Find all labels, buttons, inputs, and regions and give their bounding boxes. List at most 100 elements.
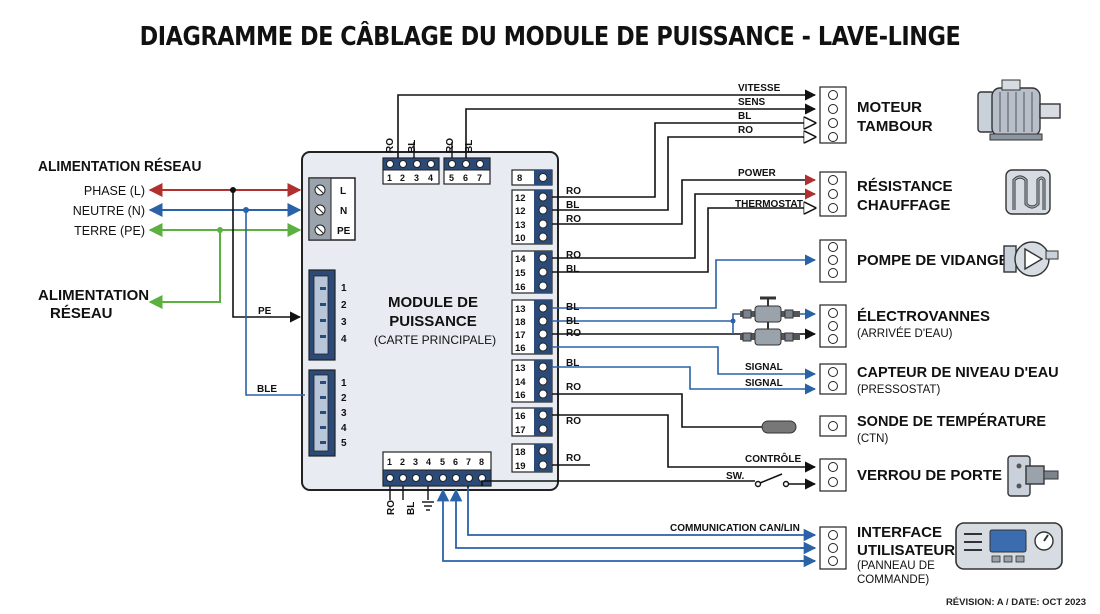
comp-ntc-sub: (CTN) [857, 433, 888, 445]
motor-icon [977, 79, 1061, 141]
supply-section: ALIMENTATION RÉSEAU PHASE (L) NEUTRE (N)… [38, 157, 305, 396]
g4-label-1: BL [566, 316, 579, 327]
screw-terminal-n [314, 204, 326, 216]
bot-pin-7: 7 [466, 457, 471, 467]
g5-label-1: RO [566, 382, 581, 393]
top-bl2-label: BL [464, 140, 475, 153]
door-lock-icon [1007, 455, 1059, 497]
neutral-label: NEUTRE (N) [73, 204, 145, 218]
screw-terminal-pe [314, 224, 326, 236]
label-vitesse: VITESSE [738, 83, 781, 94]
comp-motor-1: MOTEUR [857, 99, 922, 116]
comp-valves: ÉLECTROVANNES [857, 308, 990, 325]
conn-b-pin-4: 4 [341, 423, 347, 434]
top-a-pin-2: 2 [400, 173, 405, 183]
top-block-b: 5 6 7 [443, 157, 491, 185]
module-title-2: PUISSANCE [389, 313, 477, 330]
bot-pin-2: 2 [400, 457, 405, 467]
switch-icon [754, 473, 790, 488]
valve-icon [740, 296, 800, 346]
comp-motor-2: TAMBOUR [857, 118, 933, 135]
peripheral-wires: BL BL RO SIGNAL SIGNAL BL RO CONTRÔLE RO… [467, 254, 817, 490]
ntc-sensor-icon [761, 420, 797, 434]
conn-a-pin-2: 2 [341, 300, 347, 311]
g2-label-0: RO [566, 186, 581, 197]
top-ro-label: RO [385, 138, 396, 153]
control-panel-icon [955, 522, 1063, 570]
comp-valves-sub: (ARRIVÉE D'EAU) [857, 327, 953, 340]
pin-g5-2: 16 [515, 390, 526, 401]
pin-g1-0: 8 [517, 173, 522, 184]
label-controle: CONTRÔLE [745, 452, 801, 465]
top-a-pin-3: 3 [414, 173, 419, 183]
bottom-wires: RO BL COMMUNICATION CAN/LIN [386, 486, 817, 568]
label-bl: BL [738, 111, 751, 122]
conn-b-pin-3: 3 [341, 408, 347, 419]
comp-ntc: SONDE DE TEMPÉRATURE [857, 413, 1046, 430]
comp-heater-1: RÉSISTANCE [857, 178, 953, 195]
terminal-label-n: N [340, 206, 347, 217]
pin-g3-0: 14 [515, 254, 526, 265]
label-ro: RO [738, 125, 753, 136]
supply-label-2b: RÉSEAU [50, 305, 113, 322]
revision-note: RÉVISION: A / DATE: OCT 2023 [945, 597, 1086, 608]
conn-b-pin-1: 1 [341, 378, 347, 389]
bot-pin-5: 5 [440, 457, 445, 467]
pin-g3-2: 16 [515, 282, 526, 293]
pin-g4-0: 13 [515, 304, 526, 315]
label-signal-2: SIGNAL [745, 378, 783, 389]
screw-terminal-l [314, 184, 326, 196]
comp-heater-2: CHAUFFAGE [857, 197, 950, 214]
top-block-a: 1 2 3 4 [382, 157, 440, 185]
g2-label-1: BL [566, 200, 579, 211]
main-terminal-block: L N PE [308, 177, 356, 241]
bottom-bl-label: BL [406, 502, 417, 515]
bot-pin-3: 3 [413, 457, 418, 467]
label-comm: COMMUNICATION CAN/LIN [670, 523, 800, 534]
g5-label-0: BL [566, 358, 579, 369]
pin-g3-1: 15 [515, 268, 526, 279]
top-b-pin-7: 7 [477, 173, 482, 183]
pin-g6-0: 16 [515, 411, 526, 422]
g7-label: RO [566, 453, 581, 464]
module-subtitle: (CARTE PRINCIPALE) [374, 333, 496, 347]
supply-label-2a: ALIMENTATION [38, 287, 149, 304]
conn-a-pin-4: 4 [341, 334, 347, 345]
g3-label-1: BL [566, 264, 579, 275]
ble-wire-label: BLE [257, 384, 277, 395]
pin-g4-1: 18 [515, 317, 526, 328]
pin-g5-0: 13 [515, 363, 526, 374]
comp-level: CAPTEUR DE NIVEAU D'EAU [857, 365, 1059, 381]
pin-g4-2: 17 [515, 330, 526, 341]
bot-pin-6: 6 [453, 457, 458, 467]
pin-g2-0: 12 [515, 193, 526, 204]
comp-level-sub: (PRESSOSTAT) [857, 384, 940, 396]
comp-lock: VERROU DE PORTE [857, 467, 1002, 484]
comp-ui-1: INTERFACE [857, 524, 942, 541]
top-ro2-label: RO [445, 138, 456, 153]
label-sw: SW. [726, 471, 745, 482]
label-power: POWER [738, 168, 777, 179]
pin-g5-1: 14 [515, 377, 526, 388]
pump-icon [1003, 241, 1059, 277]
terminal-label-l: L [340, 186, 346, 197]
bottom-block: 1 2 3 4 5 6 7 8 [382, 451, 492, 487]
top-b-pin-6: 6 [463, 173, 468, 183]
top-bl-label: BL [407, 140, 418, 153]
left-connector-a: 1 2 3 4 [308, 269, 347, 361]
heater-wires: POWER THERMOSTAT RO BL RO RO BL [552, 168, 815, 275]
phase-label: PHASE (L) [84, 184, 145, 198]
comp-ui-sub-2: COMMANDE) [857, 574, 929, 586]
component-terminals [819, 86, 847, 570]
terminal-label-pe: PE [337, 226, 351, 237]
bot-pin-4: 4 [426, 457, 431, 467]
conn-b-pin-2: 2 [341, 393, 347, 404]
pin-g7-1: 19 [515, 461, 526, 472]
pin-g2-3: 10 [515, 233, 526, 244]
right-pin-groups: 8 12 12 13 10 14 15 16 [511, 169, 553, 473]
label-thermostat: THERMOSTAT [735, 199, 803, 210]
bot-pin-8: 8 [479, 457, 484, 467]
pin-g4-3: 16 [515, 343, 526, 354]
ble-wire [245, 210, 305, 396]
